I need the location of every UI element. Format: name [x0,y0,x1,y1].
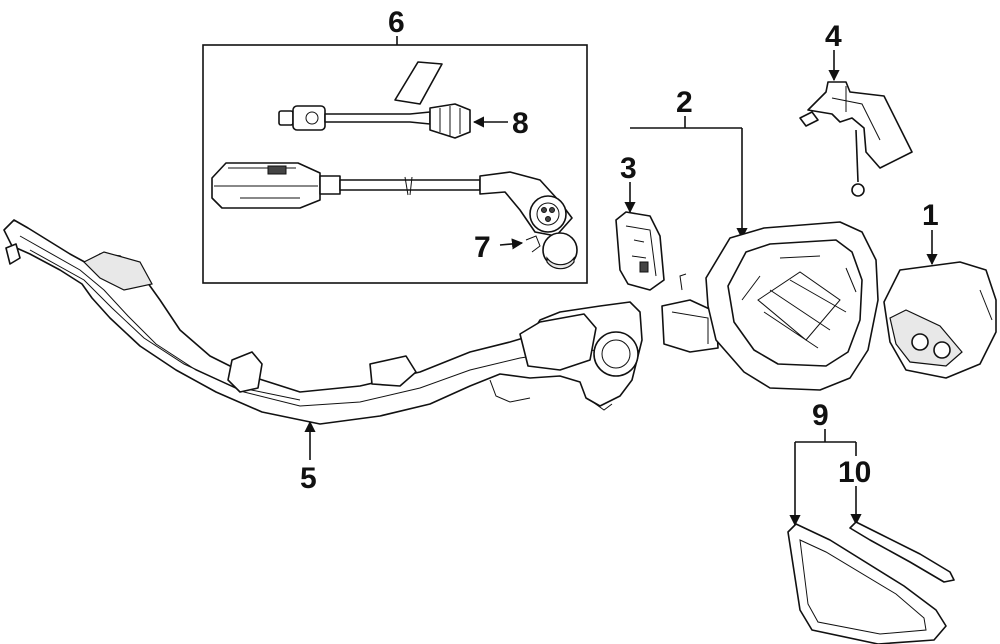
callout-2: 2 [676,86,693,119]
callout-5: 5 [300,462,317,495]
callout-4: 4 [825,20,842,53]
callout-3: 3 [620,152,637,185]
callout-10: 10 [838,456,871,489]
part-8-adapter-cord [278,61,471,139]
part-5-charging-harness [3,219,643,425]
callout-9: 9 [812,399,829,432]
part-2-charge-door-housing [661,221,879,391]
callout-8: 8 [512,107,529,140]
part-6-charging-cable [211,162,573,237]
leader-lines [304,36,938,527]
group-6-box [202,44,588,284]
callout-6: 6 [388,6,405,39]
callout-7: 7 [474,231,491,264]
part-10-trim-strip [849,521,955,583]
part-3-lock-module [615,211,665,291]
part-9-seal [787,523,947,644]
callout-1: 1 [922,199,939,232]
part-4-actuator [799,81,913,197]
part-1-charge-door [883,261,997,379]
part-7-cap [525,232,578,270]
